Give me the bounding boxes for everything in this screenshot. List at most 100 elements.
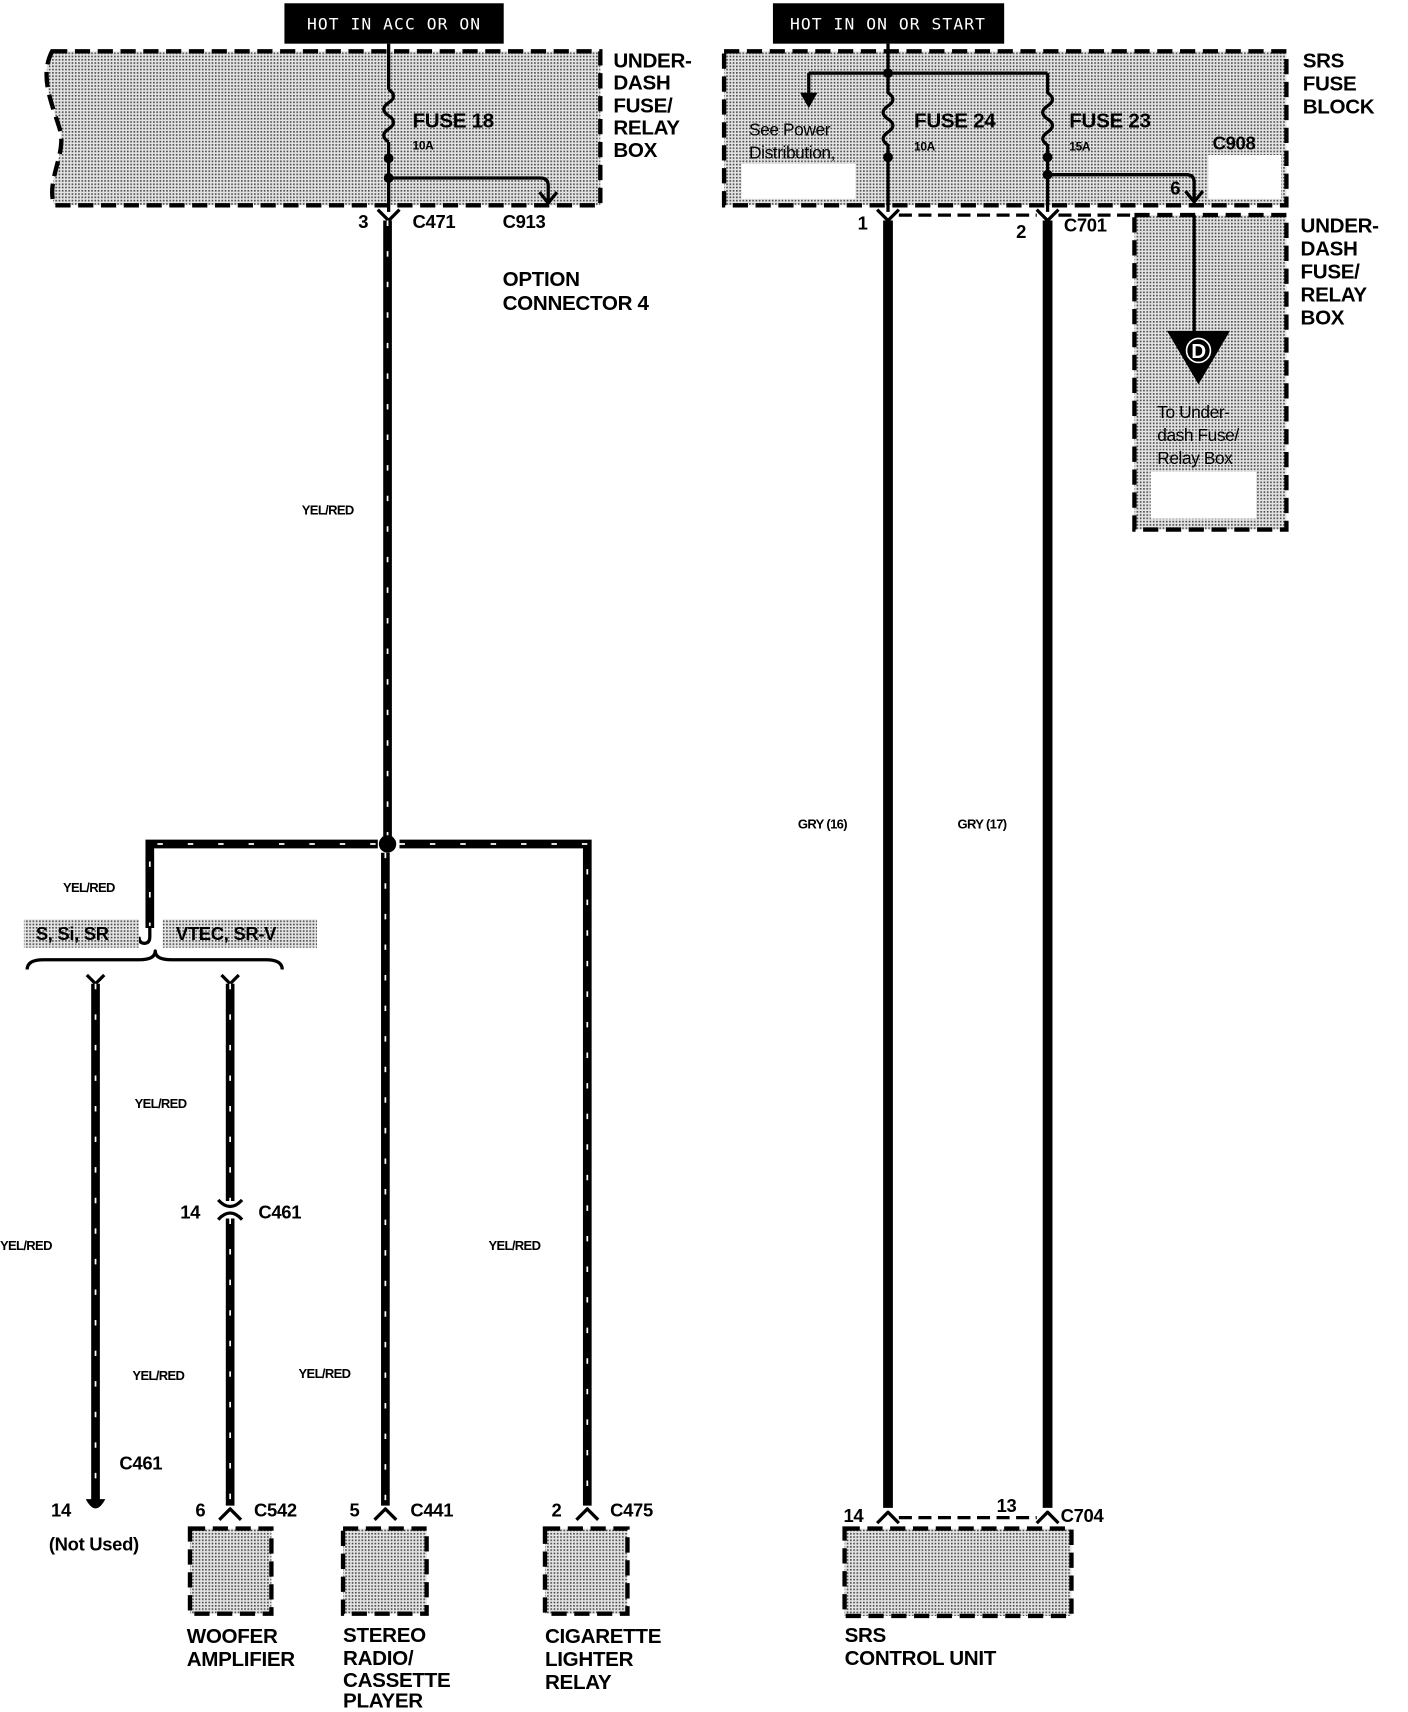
header-left-background <box>284 3 504 44</box>
srs-fuse-block: See Power Distribution, FUSE 24 10A FUSE… <box>721 43 1375 212</box>
power-distribution-note: See Power <box>749 119 831 139</box>
header-left-text: HOT IN ACC OR ON <box>307 14 481 33</box>
c908-pin: 6 <box>1170 177 1180 198</box>
c475-label: C475 <box>610 1500 653 1521</box>
option-right-label: VTEC, SR-V <box>176 923 277 944</box>
underdash-fuse-relay-box-right: D To Under- dash Fuse/ Relay Box UNDER- … <box>1132 212 1379 532</box>
underdash-reference-note: Relay Box <box>1157 448 1233 468</box>
fuse-24-rating: 10A <box>914 140 936 154</box>
box-label-line: DASH <box>1301 237 1358 260</box>
splice-dot <box>1042 169 1053 180</box>
power-distribution-arrow <box>800 92 818 109</box>
header-hot-in-on-or-start: HOT IN ON OR START <box>772 3 1005 44</box>
reference-marker-circle <box>1185 337 1212 364</box>
reference-triangle-marker <box>1167 330 1230 385</box>
not-used-wire-end-arrow <box>85 1499 106 1509</box>
reference-marker-letter: D <box>1191 340 1206 363</box>
c441-pin: 5 <box>350 1500 360 1521</box>
cigarette-lighter-relay-label: RELAY <box>545 1671 612 1694</box>
splice-dot <box>383 153 394 164</box>
c471-label: C471 <box>413 211 456 232</box>
srs-control-unit-label: CONTROL UNIT <box>845 1647 997 1670</box>
underdash-reference-note: To Under- <box>1157 402 1230 422</box>
fuse-24-label: FUSE 24 <box>914 110 996 133</box>
fuse-24-symbol <box>881 73 895 212</box>
wire-branch-option-label: YEL/RED <box>63 880 115 895</box>
c441-connector-symbol <box>373 1507 398 1521</box>
c913-label: C913 <box>503 211 546 232</box>
c913-connector-symbol <box>538 191 559 205</box>
wire-bus-right-ticks <box>399 843 589 1506</box>
c471-pin: 3 <box>358 211 368 232</box>
srs-fuse-block-label: SRS <box>1303 50 1344 73</box>
wire-yel-red-bus-left <box>145 839 378 929</box>
c701-label: C701 <box>1064 214 1107 235</box>
box-label-line: UNDER- <box>613 50 692 73</box>
cigarette-lighter-relay-box <box>542 1526 630 1616</box>
c704-label: C704 <box>1061 1505 1105 1526</box>
c908-connector-symbol <box>1184 190 1205 204</box>
wire-not-used-label: YEL/RED <box>0 1238 52 1253</box>
wire-bus-left-ticks <box>148 843 378 929</box>
c461-woofer-pin: 14 <box>180 1201 201 1222</box>
header-right-background <box>772 3 1005 44</box>
splice-dot <box>1042 152 1053 163</box>
not-used-branch-connector-symbol <box>85 973 106 986</box>
box-label-line: BOX <box>613 139 657 162</box>
c461-woofer-label: C461 <box>258 1201 301 1222</box>
cigarette-lighter-relay-label: CIGARETTE <box>545 1625 661 1648</box>
c704-pin1: 14 <box>843 1505 864 1526</box>
c461-unused-note: (Not Used) <box>49 1533 139 1554</box>
wire-cigarette-label: YEL/RED <box>489 1238 541 1253</box>
fuse-23-label: FUSE 23 <box>1069 110 1150 133</box>
option-right-box <box>162 919 317 948</box>
c461-unused-pin: 14 <box>51 1500 72 1521</box>
c441-label: C441 <box>410 1500 453 1521</box>
option-bracket <box>25 949 284 970</box>
box-label-line: RELAY <box>613 116 680 139</box>
stereo-radio-label: STEREO <box>343 1624 426 1647</box>
stereo-radio-label: RADIO/ <box>343 1647 414 1670</box>
woofer-amplifier-label: WOOFER <box>187 1625 278 1648</box>
c701-pin2: 2 <box>1016 221 1026 242</box>
fuse-18-rating: 10A <box>413 139 435 153</box>
header-right-text: HOT IN ON OR START <box>790 14 986 33</box>
option-left-label: S, Si, SR <box>36 923 109 944</box>
wire-gry-16-label: GRY (16) <box>798 817 847 832</box>
c475-connector-symbol <box>575 1507 600 1521</box>
option-left-box <box>23 919 139 948</box>
srs-fuse-block-label: FUSE <box>1303 73 1357 96</box>
fuse-23-rating: 15A <box>1069 140 1091 154</box>
c461-unused-label: C461 <box>119 1453 162 1474</box>
c913-description-line: OPTION <box>503 268 580 291</box>
wire-woofer-upper-label: YEL/RED <box>135 1096 187 1111</box>
c475-pin: 2 <box>551 1500 561 1521</box>
box-label-line: RELAY <box>1301 283 1368 306</box>
underdash-fuse-relay-box-left: FUSE 18 10A UNDER- DASH FUSE/ RELAY BOX <box>44 43 692 212</box>
c704-pin2: 13 <box>997 1495 1017 1516</box>
underdash-box-right-blank-area <box>1150 471 1257 519</box>
stereo-radio-box <box>340 1526 429 1616</box>
srs-fuse-block-label: BLOCK <box>1303 95 1375 118</box>
woofer-amplifier-label: AMPLIFIER <box>187 1648 296 1671</box>
srs-blank-area <box>741 163 856 199</box>
option-selector-hook <box>137 925 152 945</box>
wire-woofer-lower-label: YEL/RED <box>132 1368 184 1383</box>
underdash-box-left-outline <box>44 49 603 208</box>
splice-dot <box>883 152 893 163</box>
wire-main-label: YEL/RED <box>302 502 354 517</box>
woofer-amplifier-box <box>187 1526 274 1616</box>
c704-pin13-symbol <box>1035 1510 1060 1525</box>
c461-connector-symbol <box>217 1198 244 1221</box>
stereo-radio-label: PLAYER <box>343 1690 423 1712</box>
power-distribution-note: Distribution, <box>749 142 835 162</box>
c908-label: C908 <box>1213 133 1256 154</box>
underdash-reference-note: dash Fuse/ <box>1157 425 1239 445</box>
stereo-radio-label: CASSETTE <box>343 1669 450 1692</box>
box-label-line: DASH <box>613 71 670 94</box>
junction-splice-dot <box>378 835 397 853</box>
cigarette-lighter-relay-label: LIGHTER <box>545 1648 634 1671</box>
wire-bus-right <box>399 839 592 1506</box>
c542-pin: 6 <box>195 1500 205 1521</box>
c908-blank-area <box>1208 155 1281 199</box>
